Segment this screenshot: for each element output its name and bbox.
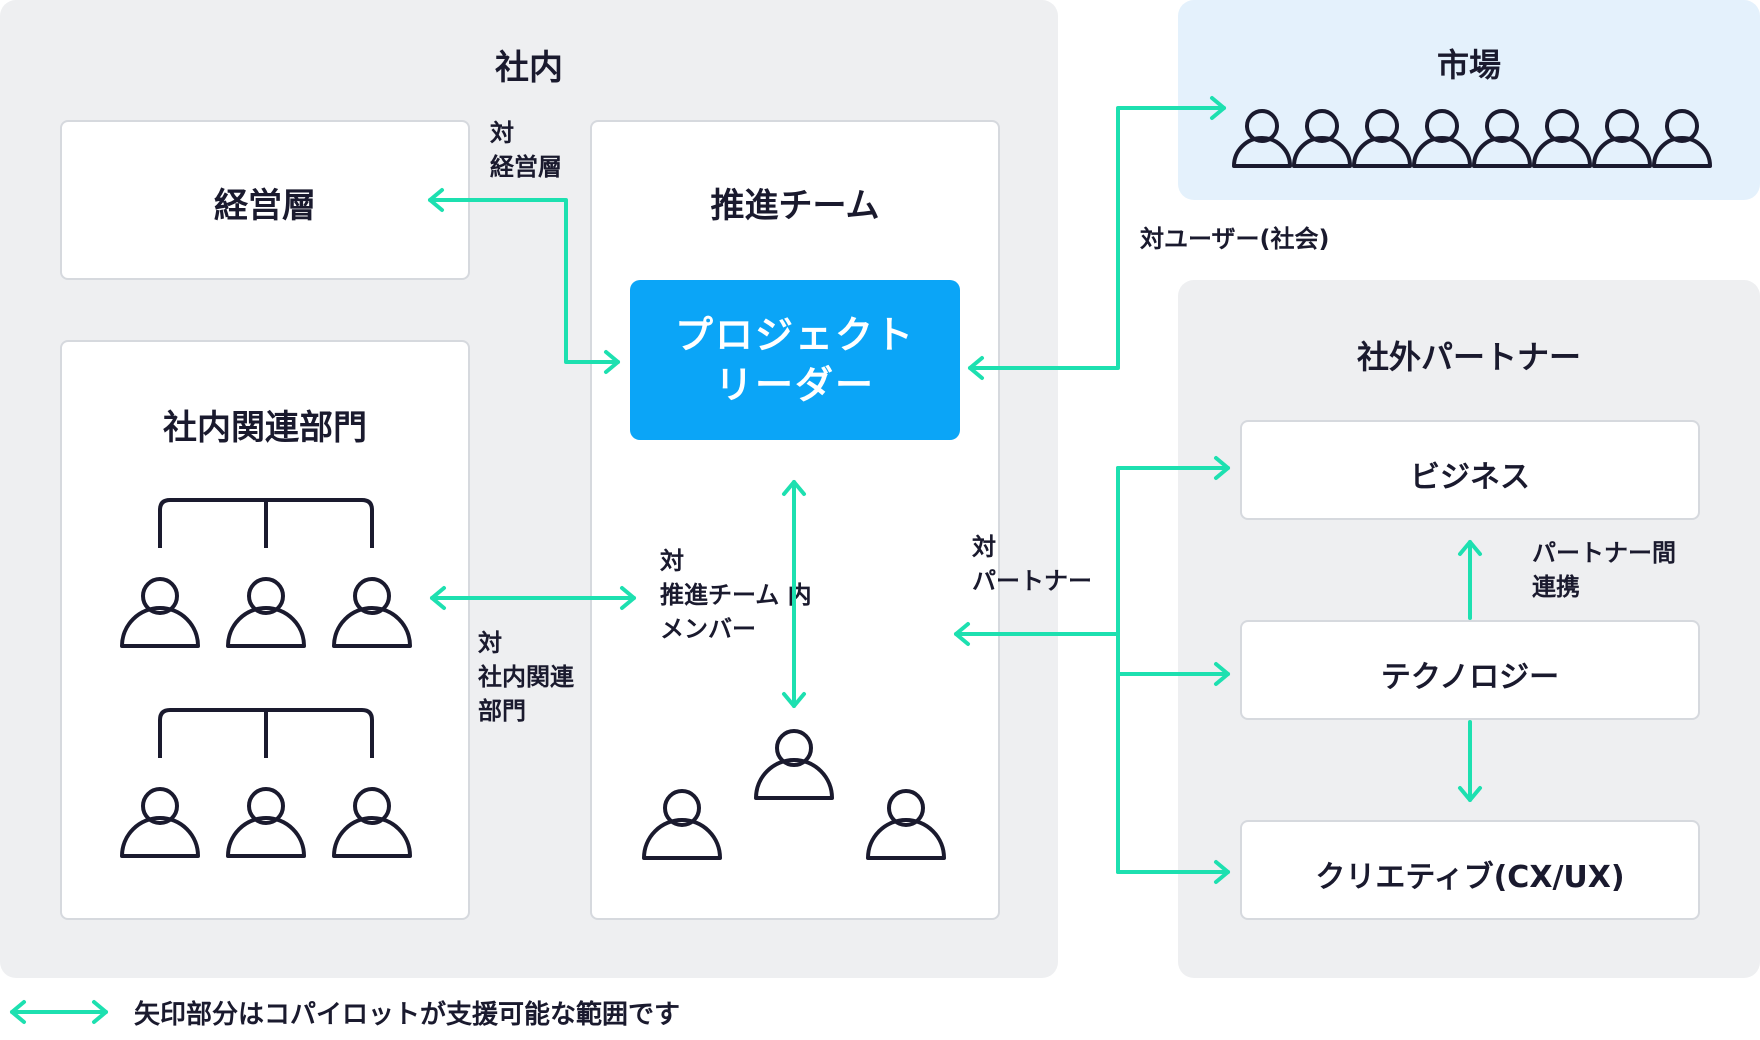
person-icon [1532, 109, 1592, 168]
person-icon [1232, 109, 1292, 168]
person-icon [120, 577, 200, 648]
vs-management-label: 対 経営層 [490, 119, 562, 181]
leader-line-1: プロジェクト [674, 313, 915, 357]
partner-technology-label: テクノロジー [1380, 660, 1560, 695]
person-icon [866, 789, 946, 860]
person-icon [120, 787, 200, 858]
org-chart-1 [158, 498, 374, 548]
partner-business-box [1240, 420, 1700, 520]
person-icon [1292, 109, 1352, 168]
arrow-management [428, 198, 620, 364]
vs-users-label: 対ユーザー(社会) [1140, 225, 1330, 253]
departments-title: 社内関連部門 [163, 408, 367, 448]
partner-creative-label: クリエティブ(CX/UX) [1315, 860, 1625, 895]
leader-line-2: リーダー [714, 363, 875, 407]
person-icon [1472, 109, 1532, 168]
person-icon [226, 577, 306, 648]
partner-technology-box [1240, 620, 1700, 720]
project-leader-box: プロジェクト リーダー [630, 280, 960, 440]
management-title: 経営層 [214, 186, 316, 226]
person-icon [1412, 109, 1472, 168]
partner-creative-box [1240, 820, 1700, 920]
vs-members-label: 対 推進チーム 内 メンバー [660, 547, 812, 643]
market-title: 市場 [1436, 46, 1501, 84]
legend-text: 矢印部分はコパイロットが支援可能な範囲です [134, 1000, 681, 1030]
partner-business-label: ビジネス [1410, 460, 1530, 495]
partners-title: 社外パートナー [1356, 338, 1581, 376]
vs-partners-label: 対 パートナー [972, 533, 1092, 595]
person-icon [642, 789, 722, 860]
vs-departments-label: 対 社内関連 部門 [478, 629, 574, 725]
person-icon [226, 787, 306, 858]
inside-title: 社内 [495, 48, 563, 88]
person-icon [1652, 109, 1712, 168]
org-chart-2 [158, 708, 374, 758]
person-icon [332, 577, 412, 648]
person-icon [1592, 109, 1652, 168]
promo-team-title: 推進チーム [710, 186, 880, 226]
person-icon [1352, 109, 1412, 168]
person-icon [332, 787, 412, 858]
person-icon [754, 729, 834, 800]
partner-link-label: パートナー間 連携 [1532, 539, 1676, 601]
arrow-market [968, 106, 1226, 370]
